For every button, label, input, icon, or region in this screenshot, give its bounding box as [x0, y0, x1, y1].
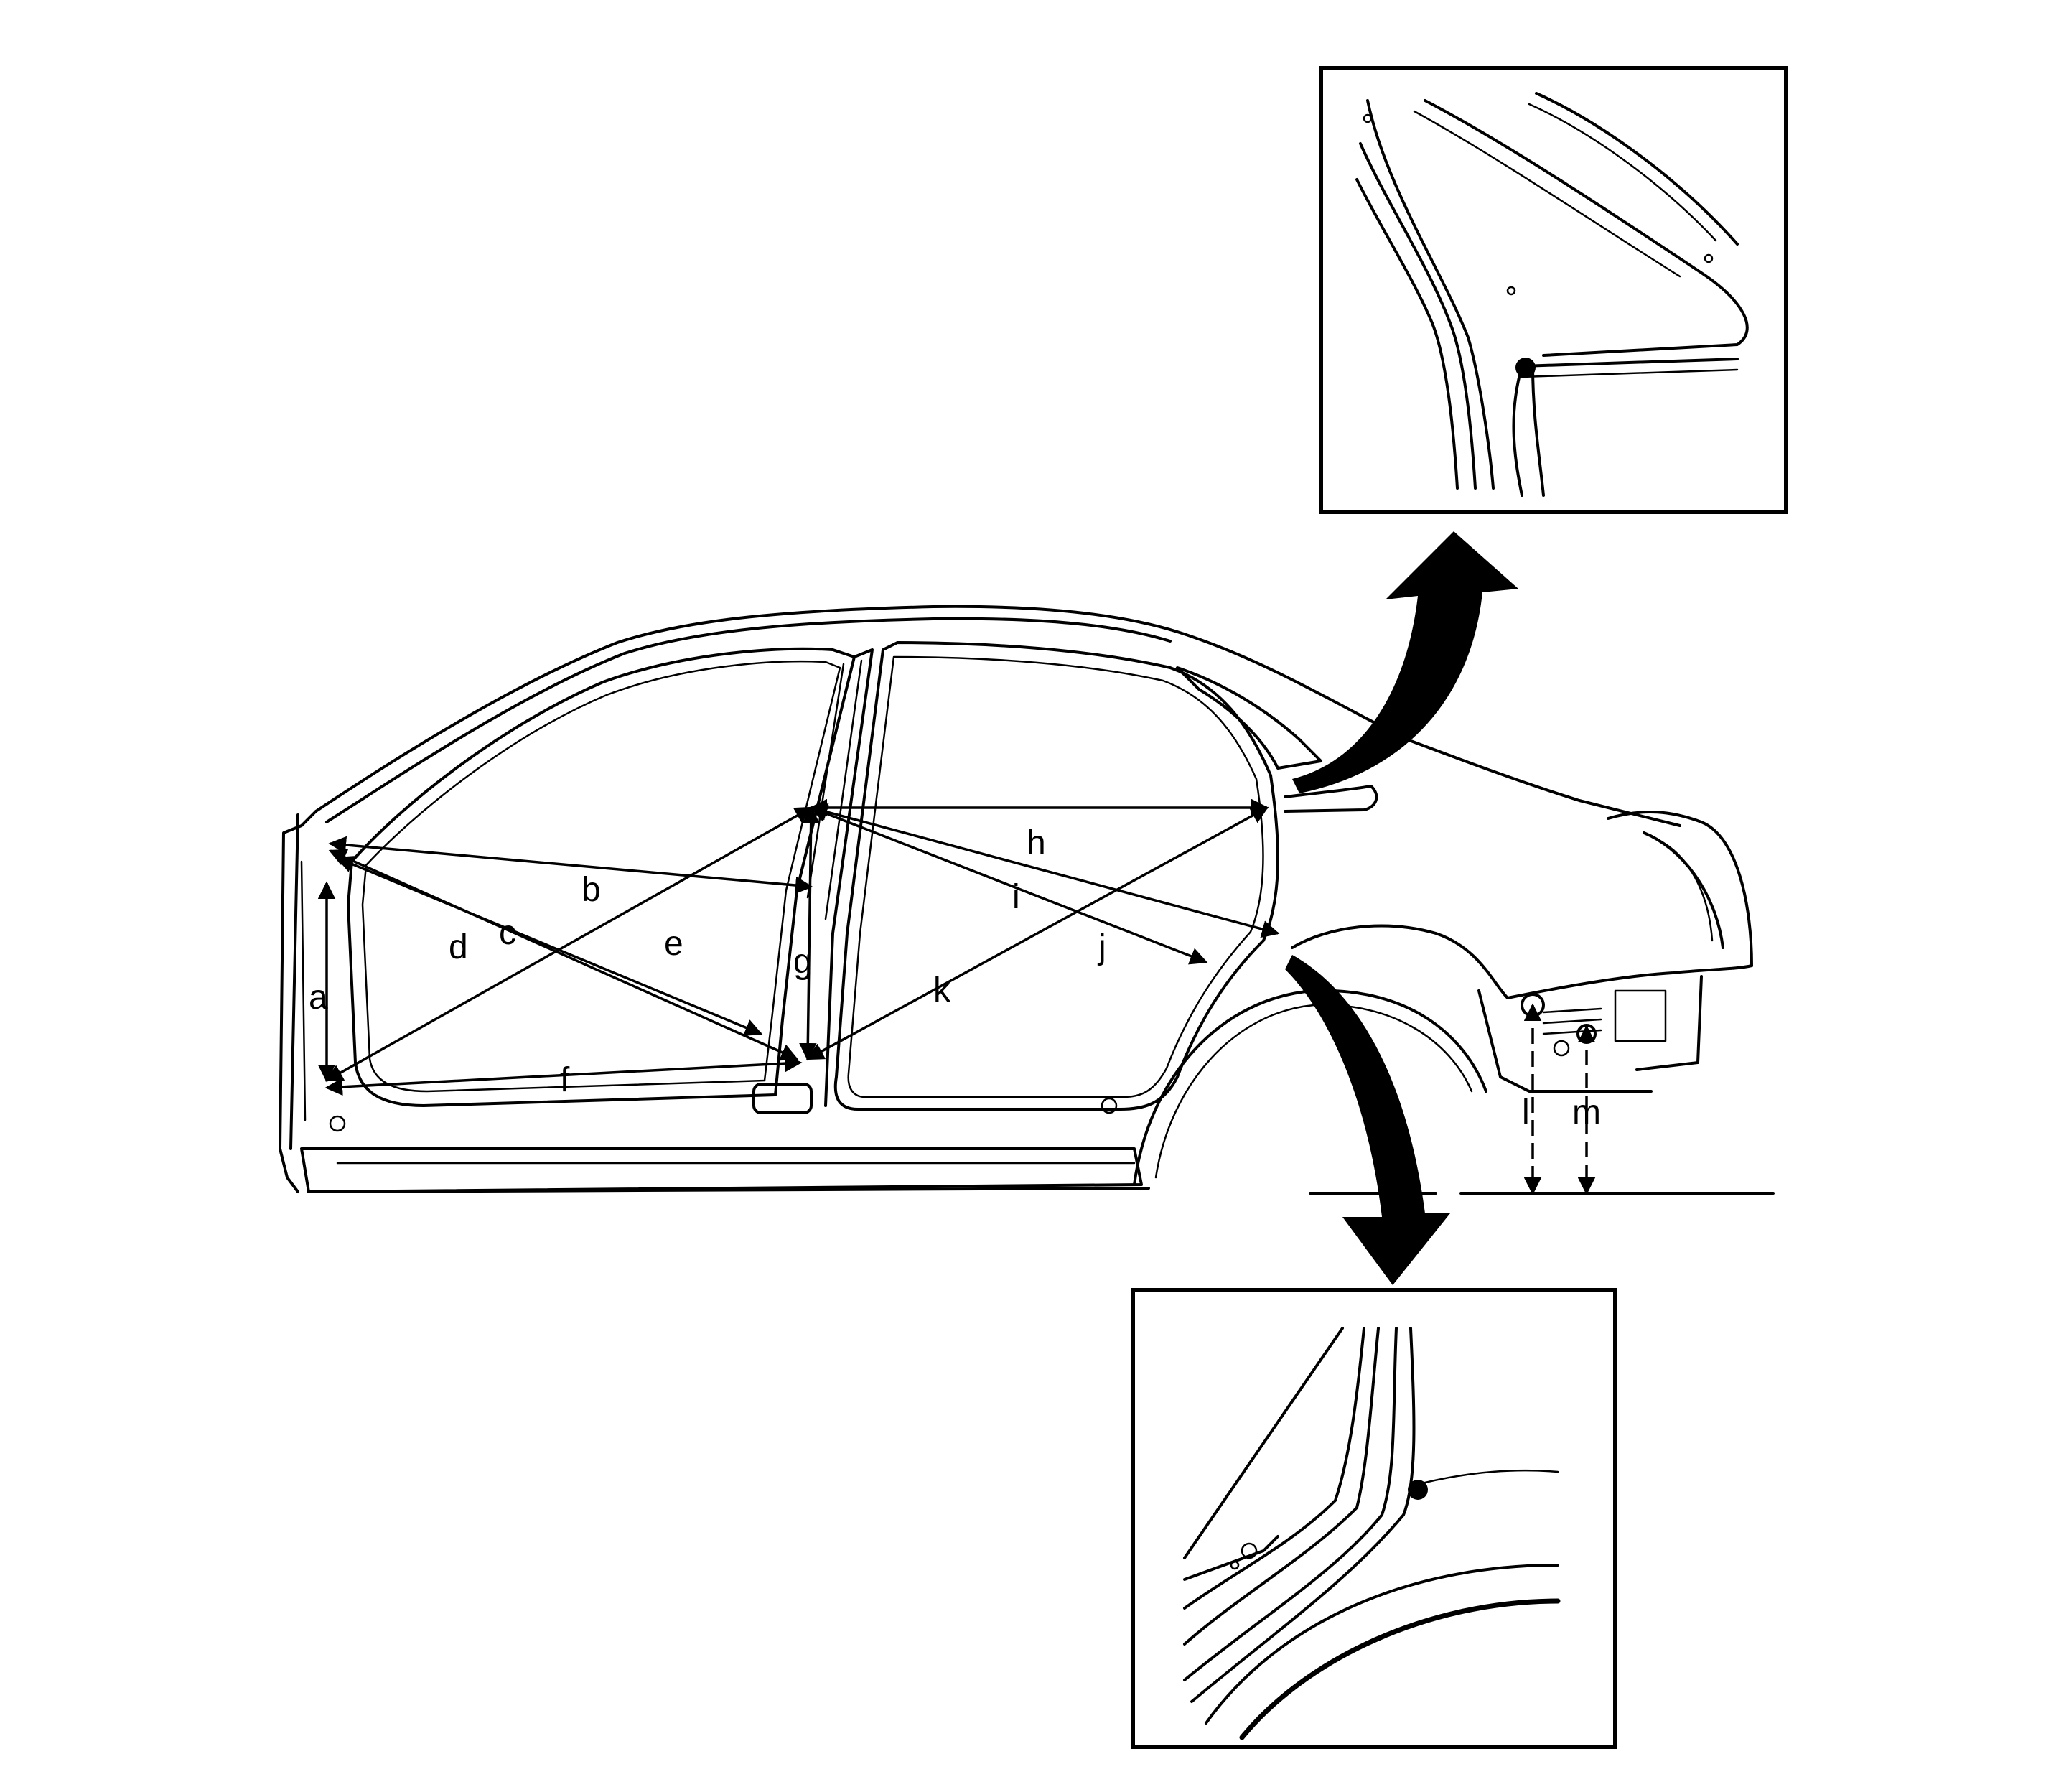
label-f: f: [560, 1061, 570, 1099]
label-c: c: [499, 914, 516, 952]
label-h: h: [1027, 824, 1046, 862]
label-e: e: [664, 925, 683, 963]
label-i: i: [1012, 878, 1020, 916]
callout-arrow-upper: [1292, 531, 1518, 793]
label-k: k: [933, 971, 951, 1009]
label-j: j: [1097, 928, 1106, 966]
detail-inset-lower: [1131, 1288, 1617, 1749]
label-g: g: [793, 943, 813, 981]
label-m: m: [1572, 1093, 1601, 1131]
label-b: b: [581, 871, 601, 909]
label-l: l: [1522, 1093, 1530, 1131]
car-body-side: [279, 605, 1753, 1193]
label-d: d: [449, 928, 468, 966]
detail-inset-upper: [1319, 66, 1788, 514]
label-a: a: [309, 979, 328, 1017]
dimension-lines: [317, 798, 1597, 1195]
callout-arrow-lower: [1285, 955, 1450, 1285]
dimension-labels: a b c d e f g h i j k l m: [309, 824, 1601, 1131]
